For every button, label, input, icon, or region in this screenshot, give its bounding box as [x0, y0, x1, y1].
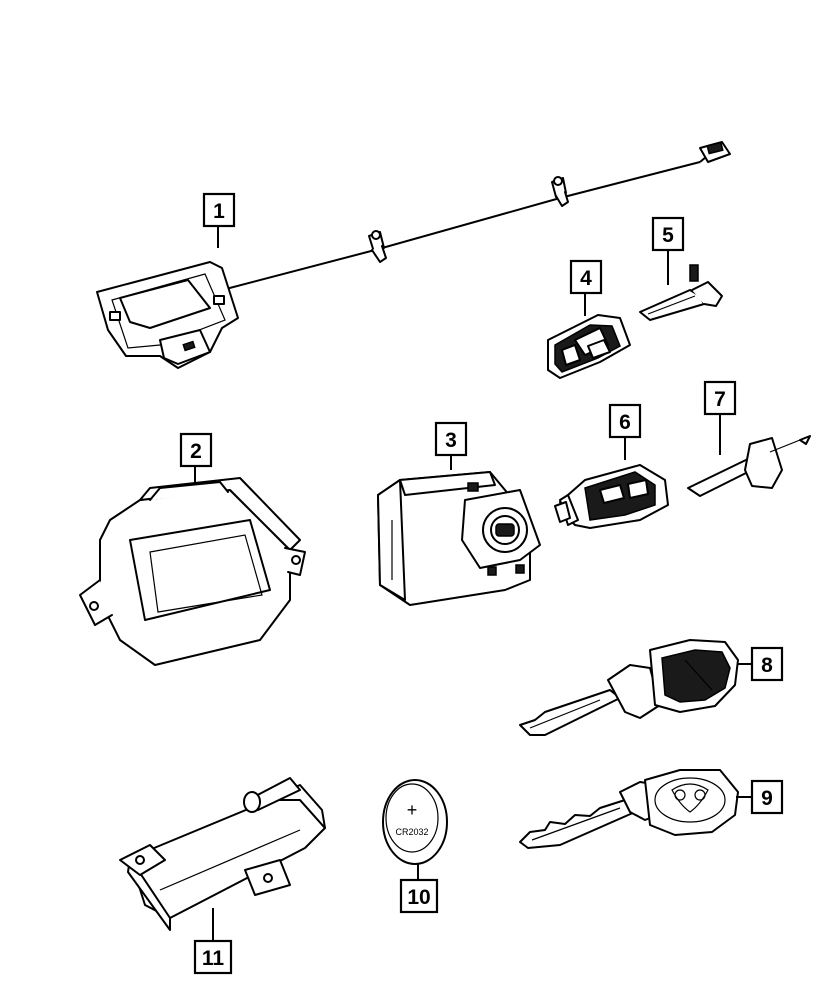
callout-7: 7 [703, 380, 737, 455]
callout-3: 3 [434, 421, 468, 470]
callout-5-label: 5 [662, 224, 674, 247]
callout-9: 9 [736, 779, 784, 815]
part-7-key-blade [687, 435, 811, 497]
callout-8-label: 8 [761, 654, 773, 677]
callout-4-label: 4 [580, 267, 592, 290]
part-8-transponder-key [519, 639, 739, 736]
wire-clip-1 [368, 230, 387, 263]
part-1-antenna-module [96, 141, 731, 369]
callout-6: 6 [608, 403, 642, 460]
part-6-remote-fob [554, 464, 669, 529]
battery-plus-sign: + [407, 800, 418, 820]
part-2-control-module [79, 477, 306, 666]
wire-clip-2 [551, 176, 569, 207]
part-9-ram-key [519, 769, 739, 849]
callout-11-label: 11 [202, 947, 225, 970]
part-10-coin-battery: + CR2032 [382, 779, 448, 865]
callout-11: 11 [193, 908, 233, 975]
callout-3-label: 3 [445, 429, 457, 452]
callout-4: 4 [569, 259, 603, 316]
battery-model-label: CR2032 [395, 827, 428, 837]
callout-10-label: 10 [407, 886, 430, 909]
callout-10: 10 [399, 864, 439, 914]
part-3-ignition-module [377, 471, 541, 606]
callout-2: 2 [179, 432, 213, 485]
callout-2-label: 2 [190, 440, 202, 463]
callout-1: 1 [202, 192, 236, 248]
callout-8: 8 [738, 646, 784, 682]
callout-1-label: 1 [213, 200, 225, 223]
part-4-key-fob [547, 314, 631, 379]
part-11-bracket [119, 777, 326, 931]
callout-6-label: 6 [619, 411, 631, 434]
callout-7-label: 7 [714, 388, 726, 411]
callout-9-label: 9 [761, 787, 773, 810]
part-5-key-blade [639, 264, 723, 321]
callout-5: 5 [651, 216, 685, 285]
